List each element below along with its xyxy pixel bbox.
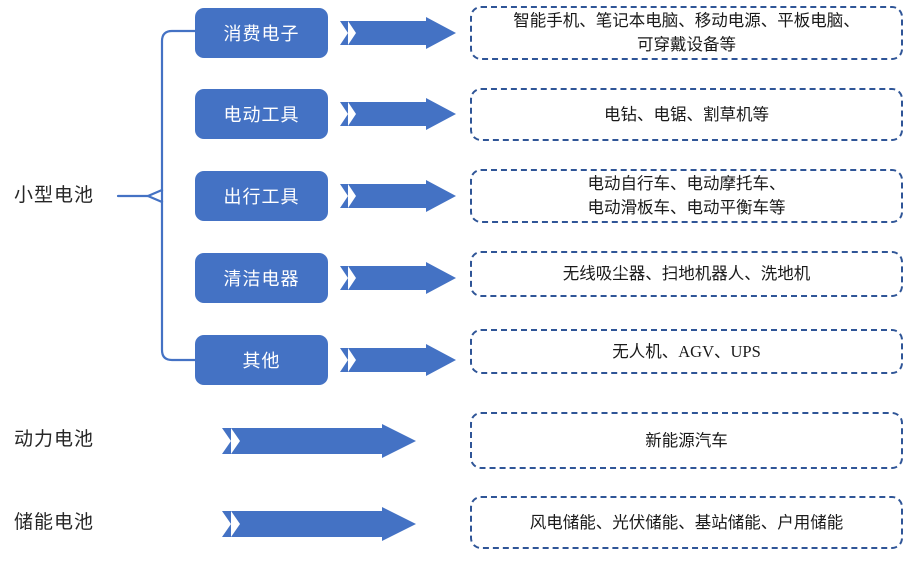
subcategory-box-label: 出行工具	[223, 187, 300, 207]
application-line: 无线吸尘器、扫地机器人、洗地机	[562, 264, 811, 284]
subcategory-box-consumer-electronics[interactable]: 消费电子	[195, 8, 328, 58]
application-box-mobility-tools: 电动自行车、电动摩托车、 电动滑板车、电动平衡车等	[470, 169, 903, 223]
arrow-right-icon-power-battery	[222, 424, 416, 458]
application-line: 智能手机、笔记本电脑、移动电源、平板电脑、	[513, 11, 860, 31]
subcategory-box-others[interactable]: 其他	[195, 335, 328, 385]
arrow-right-icon-power-tools	[340, 98, 456, 130]
category-label-power-battery: 动力电池	[14, 429, 95, 450]
application-box-others: 无人机、AGV、UPS	[470, 329, 903, 374]
application-box-energy-storage: 风电储能、光伏储能、基站储能、户用储能	[470, 496, 903, 549]
category-label-small-battery: 小型电池	[14, 185, 95, 206]
application-box-new-energy-vehicle: 新能源汽车	[470, 412, 903, 469]
category-label-energy-storage-battery: 储能电池	[14, 512, 95, 533]
application-box-cleaning-appliances: 无线吸尘器、扫地机器人、洗地机	[470, 251, 903, 297]
application-box-consumer-electronics: 智能手机、笔记本电脑、移动电源、平板电脑、 可穿戴设备等	[470, 6, 903, 60]
arrow-right-icon-mobility-tools	[340, 180, 456, 212]
subcategory-box-mobility-tools[interactable]: 出行工具	[195, 171, 328, 221]
arrow-right-icon-consumer-electronics	[340, 17, 456, 49]
arrow-right-icon-cleaning-appliances	[340, 262, 456, 294]
application-line: 电动滑板车、电动平衡车等	[587, 198, 786, 217]
subcategory-box-label: 电动工具	[223, 105, 300, 125]
subcategory-box-label: 清洁电器	[223, 269, 300, 289]
subcategory-box-label: 消费电子	[223, 24, 300, 44]
arrow-right-icon-others	[340, 344, 456, 376]
arrow-right-icon-energy-storage-battery	[222, 507, 416, 541]
subcategory-box-cleaning-appliances[interactable]: 清洁电器	[195, 253, 328, 303]
application-line: 电动自行车、电动摩托车、	[587, 174, 786, 194]
application-line: 电钻、电锯、割草机等	[604, 104, 769, 124]
subcategory-box-power-tools[interactable]: 电动工具	[195, 89, 328, 139]
subcategory-box-label: 其他	[242, 351, 281, 371]
application-line: 无人机、AGV、UPS	[612, 341, 761, 361]
application-box-power-tools: 电钻、电锯、割草机等	[470, 88, 903, 141]
application-line: 新能源汽车	[645, 430, 728, 450]
application-line: 可穿戴设备等	[637, 35, 736, 54]
application-line: 风电储能、光伏储能、基站储能、户用储能	[529, 512, 844, 532]
